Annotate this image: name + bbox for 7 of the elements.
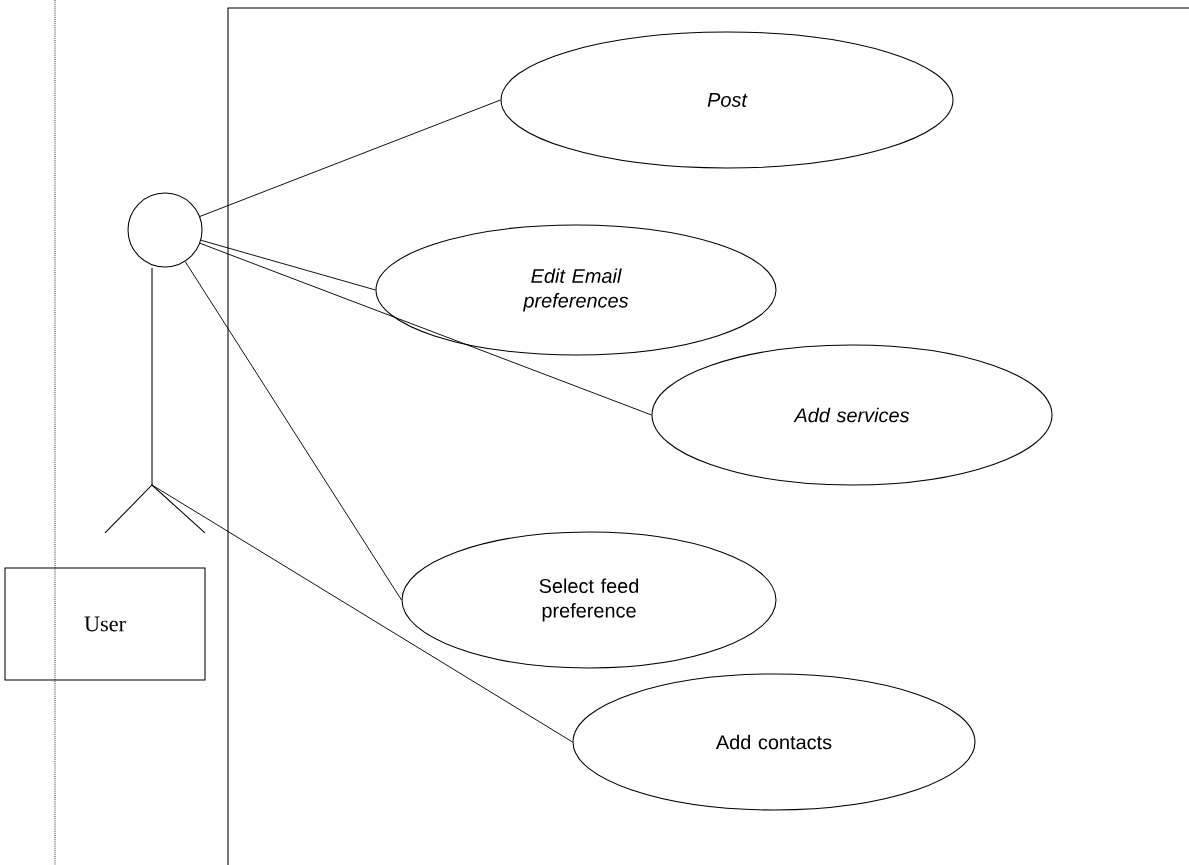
- association-line: [199, 99, 501, 217]
- association-line: [184, 261, 402, 601]
- association-line: [151, 484, 573, 743]
- association-line: [199, 242, 652, 416]
- association-line: [200, 239, 376, 291]
- actor-figure: [104, 192, 206, 534]
- actor-name-box: User: [4, 567, 206, 681]
